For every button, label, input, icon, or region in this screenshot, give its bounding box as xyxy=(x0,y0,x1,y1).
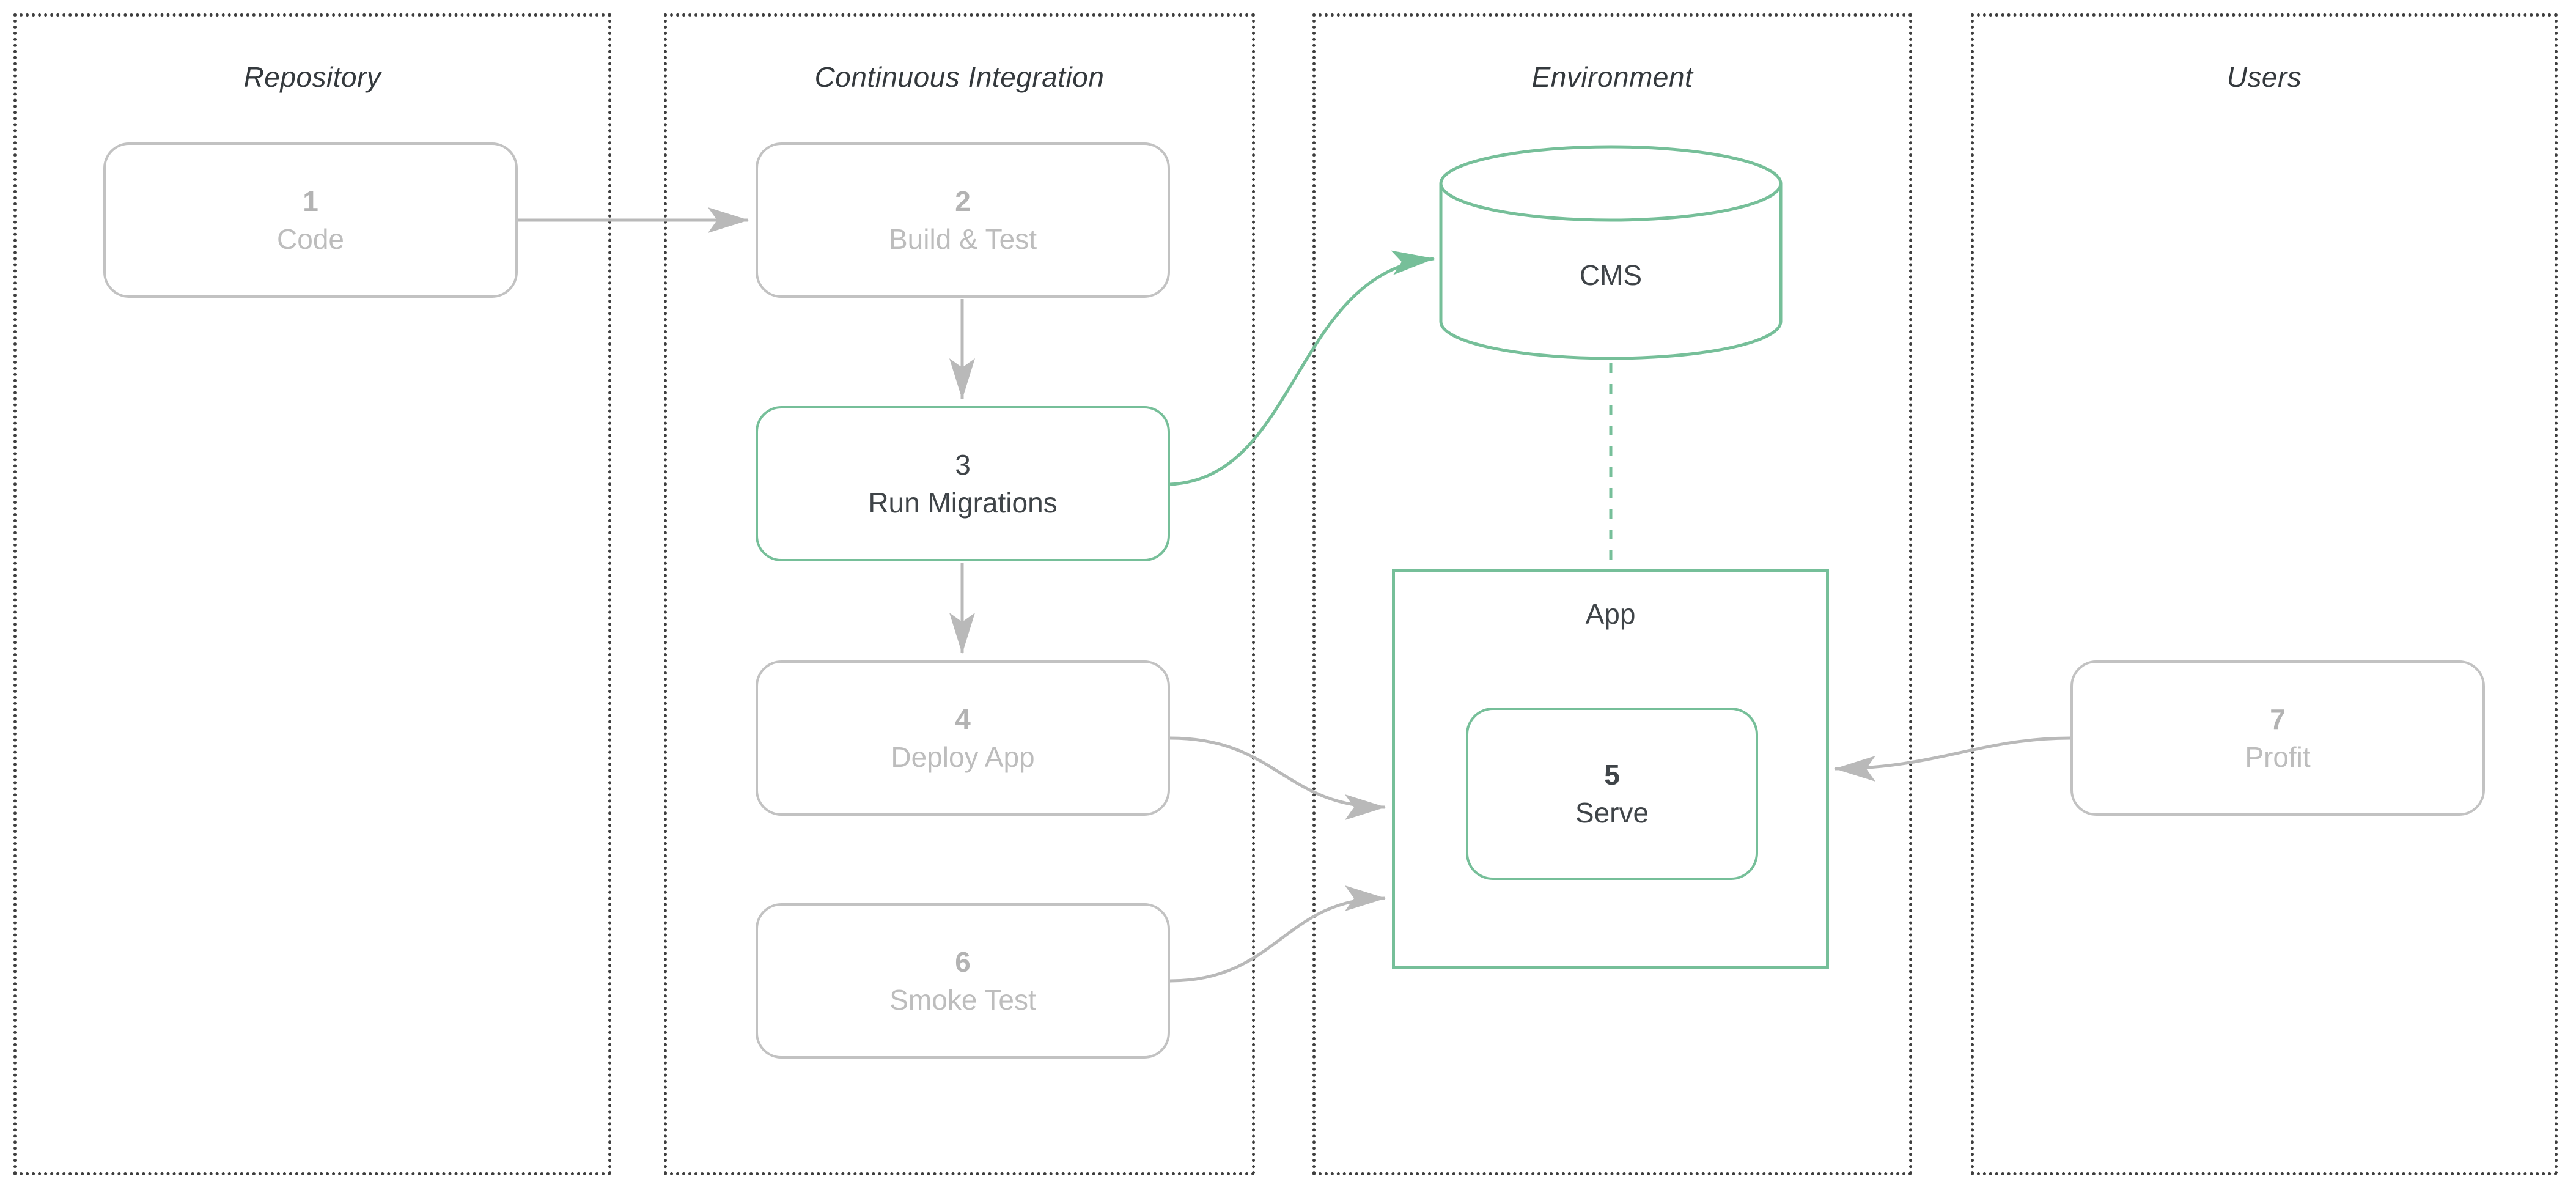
column-continuous-integration: Continuous Integration xyxy=(664,13,1255,1175)
edge-profit-to-app xyxy=(1834,736,2071,782)
node-run-migrations-number: 3 xyxy=(955,449,971,481)
column-header-users: Users xyxy=(2226,61,2302,93)
column-header-repository: Repository xyxy=(243,61,381,93)
app-label: App xyxy=(1585,598,1636,630)
node-build-test-label: Build & Test xyxy=(888,223,1037,255)
node-profit: 7 Profit xyxy=(2070,660,2485,816)
column-repository: Repository xyxy=(13,13,611,1175)
node-smoke-test: 6 Smoke Test xyxy=(756,903,1170,1059)
node-profit-number: 7 xyxy=(2270,703,2286,735)
cms-label: CMS xyxy=(1579,259,1643,291)
node-deploy-app: 4 Deploy App xyxy=(756,660,1170,816)
edge-deploy-app-to-app xyxy=(1169,736,1386,820)
node-smoke-test-label: Smoke Test xyxy=(889,984,1036,1016)
node-build-test: 2 Build & Test xyxy=(756,142,1170,298)
node-deploy-app-label: Deploy App xyxy=(891,741,1035,773)
node-run-migrations-label: Run Migrations xyxy=(868,487,1058,519)
column-environment: Environment xyxy=(1312,13,1912,1175)
cms-cylinder-icon xyxy=(1439,145,1783,360)
node-deploy-app-number: 4 xyxy=(955,703,971,735)
node-serve-label: Serve xyxy=(1575,797,1649,829)
node-code-label: Code xyxy=(277,223,344,255)
node-run-migrations: 3 Run Migrations xyxy=(756,406,1170,561)
column-header-continuous-integration: Continuous Integration xyxy=(814,61,1105,93)
node-serve-number: 5 xyxy=(1604,759,1620,791)
node-code: 1 Code xyxy=(103,142,518,298)
node-serve: 5 Serve xyxy=(1466,708,1758,880)
node-smoke-test-number: 6 xyxy=(955,946,971,978)
node-build-test-number: 2 xyxy=(955,185,971,217)
node-profit-label: Profit xyxy=(2245,741,2311,773)
column-header-environment: Environment xyxy=(1531,61,1693,93)
column-users: Users xyxy=(1971,13,2558,1175)
edge-run-migrations-to-cms xyxy=(1169,250,1435,486)
node-code-number: 1 xyxy=(303,185,318,217)
edge-smoke-test-to-app xyxy=(1169,885,1386,983)
